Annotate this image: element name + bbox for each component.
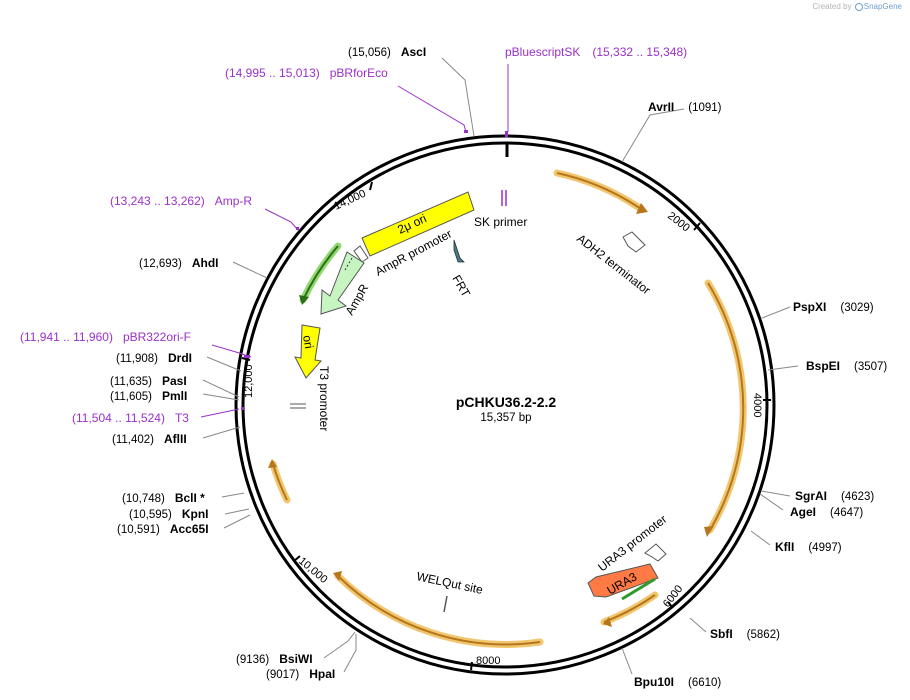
feature-ura3-promoter[interactable]	[644, 543, 667, 562]
tick-label-12000: 12,000	[243, 364, 255, 398]
enzyme-aflii[interactable]: (11,402)AflII	[112, 432, 187, 446]
label-welqut-site: WELQut site	[415, 569, 484, 597]
enzyme-sgrai[interactable]: SgrAI(4623)	[795, 489, 874, 503]
tick-marks	[241, 181, 771, 671]
credit-brand: SnapGene	[863, 2, 902, 11]
enzyme-bspei[interactable]: BspEI(3507)	[806, 359, 887, 373]
enzyme-acc65i[interactable]: (10,591)Acc65I	[117, 522, 209, 536]
tick-label-8000: 8000	[476, 655, 500, 667]
enzyme-kpni[interactable]: (10,595)KpnI	[129, 507, 209, 521]
primer-markers	[241, 130, 508, 410]
primer-amp-r[interactable]: (13,243 .. 13,262)Amp-R	[110, 194, 252, 208]
label-ura3-promoter: URA3 promoter	[595, 512, 669, 574]
enzyme-asci[interactable]: (15,056)AscI	[348, 45, 426, 59]
primer-pbrforeco[interactable]: (14,995 .. 15,013)pBRforEco	[225, 66, 388, 80]
feature-adh2-terminator[interactable]	[622, 231, 646, 253]
enzyme-kfli[interactable]: KflI(4997)	[775, 540, 842, 554]
feature-t3-promoter[interactable]	[290, 403, 306, 409]
feature-frt[interactable]	[453, 239, 465, 263]
tick-label-14000: 14,000	[332, 188, 368, 213]
label-ori: ori	[300, 334, 316, 350]
feature-welqut-site[interactable]	[443, 595, 448, 613]
snapgene-logo-icon	[854, 2, 863, 11]
plasmid-length: 15,357 bp	[480, 412, 531, 424]
orf-arcs	[268, 169, 747, 648]
enzyme-ahdi[interactable]: (12,693)AhdI	[139, 256, 219, 270]
label-frt: FRT	[449, 273, 473, 301]
plasmid-name: pCHKU36.2-2.2	[456, 394, 557, 410]
enzyme-leaders	[202, 57, 799, 675]
enzyme-hpai[interactable]: (9017)HpaI	[266, 667, 335, 681]
feature-sk-primer[interactable]	[501, 190, 507, 206]
enzyme-drdi[interactable]: (11,908)DrdI	[116, 351, 192, 365]
label-t3-promoter: T3 promoter	[317, 366, 331, 431]
credit-prefix: Created by	[812, 2, 852, 11]
enzyme-pasi[interactable]: (11,635)PasI	[110, 374, 187, 388]
tick-label-2000: 2000	[665, 210, 692, 235]
enzyme-pmli[interactable]: (11,605)PmlI	[110, 389, 187, 403]
enzyme-bcli[interactable]: (10,748)BclI *	[122, 491, 205, 505]
feature-ura3[interactable]	[587, 563, 659, 601]
enzyme-agei[interactable]: AgeI(4647)	[790, 505, 863, 519]
primer-pbluescriptsk[interactable]: pBluescriptSK(15,332 .. 15,348)	[505, 45, 687, 59]
primer-pbr322ori-f[interactable]: (11,941 .. 11,960)pBR322ori-F	[20, 330, 191, 344]
enzyme-bpu10i[interactable]: Bpu10I(6610)	[634, 675, 721, 689]
label-sk-primer: SK primer	[474, 215, 527, 229]
enzyme-bsiwi[interactable]: (9136)BsiWI	[236, 652, 313, 666]
enzyme-pspxi[interactable]: PspXI(3029)	[793, 300, 874, 314]
tick-label-4000: 4000	[751, 393, 763, 417]
enzyme-sbfi[interactable]: SbfI(5862)	[710, 627, 780, 641]
snapgene-credit: Created by SnapGene	[812, 2, 902, 11]
feature-ampr[interactable]	[320, 251, 365, 315]
feature-2u-ori[interactable]	[361, 191, 475, 257]
enzyme-avrii[interactable]: AvrII(1091)	[648, 100, 722, 114]
feature-ori[interactable]	[294, 324, 322, 379]
primer-t3[interactable]: (11,504 .. 11,524)T3	[72, 411, 189, 425]
